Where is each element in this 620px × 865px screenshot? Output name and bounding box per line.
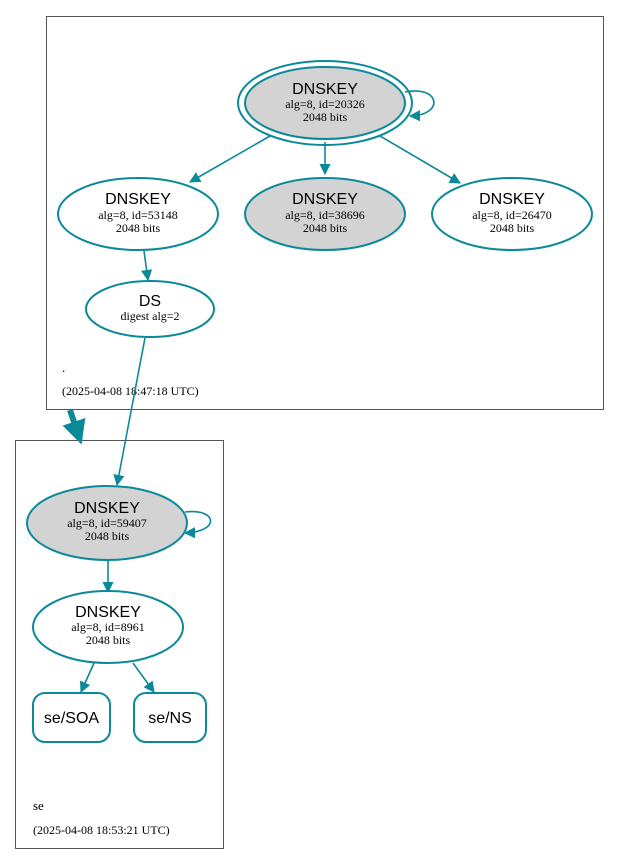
node-se-zsk-line1: alg=8, id=8961 — [71, 620, 145, 634]
node-ds: DS digest alg=2 — [85, 280, 215, 338]
node-se-ksk-line2: 2048 bits — [85, 529, 130, 543]
node-root-zsk-26470: DNSKEY alg=8, id=26470 2048 bits — [431, 177, 593, 251]
node-root-zsk3-title: DNSKEY — [479, 191, 545, 208]
node-root-key2-title: DNSKEY — [292, 191, 358, 208]
node-se-soa: se/SOA — [32, 692, 111, 743]
edge-se-zsk-to-soa — [80, 662, 95, 694]
edge-root-ksk-self — [404, 90, 435, 122]
node-root-key2-line1: alg=8, id=38696 — [285, 208, 365, 222]
node-root-ksk-line1: alg=8, id=20326 — [285, 97, 365, 111]
node-root-zsk3-line2: 2048 bits — [490, 221, 535, 235]
node-root-zsk1-title: DNSKEY — [105, 191, 171, 208]
node-root-key-38696: DNSKEY alg=8, id=38696 2048 bits — [244, 177, 406, 251]
node-root-zsk3-line1: alg=8, id=26470 — [472, 208, 552, 222]
node-se-ksk-title: DNSKEY — [74, 500, 140, 517]
node-root-zsk-53148: DNSKEY alg=8, id=53148 2048 bits — [57, 177, 219, 251]
zone-root: . (2025-04-08 18:47:18 UTC) — [46, 16, 604, 410]
node-se-zsk-line2: 2048 bits — [86, 633, 131, 647]
zone-se: se (2025-04-08 18:53:21 UTC) — [15, 440, 224, 849]
zone-se-label: se — [33, 798, 44, 813]
node-root-ksk: DNSKEY alg=8, id=20326 2048 bits — [237, 60, 413, 146]
node-root-key2-line2: 2048 bits — [303, 221, 348, 235]
edge-ds-to-se-ksk — [113, 337, 146, 487]
node-root-zsk1-line2: 2048 bits — [116, 221, 161, 235]
node-se-zsk-title: DNSKEY — [75, 604, 141, 621]
zone-root-label: . — [62, 360, 65, 375]
zone-se-border — [15, 440, 224, 849]
zone-root-timestamp: (2025-04-08 18:47:18 UTC) — [62, 384, 199, 398]
zone-se-timestamp: (2025-04-08 18:53:21 UTC) — [33, 823, 170, 837]
node-root-ksk-title: DNSKEY — [292, 81, 358, 98]
edge-se-zsk-to-ns — [132, 662, 155, 693]
node-ds-line1: digest alg=2 — [120, 309, 179, 323]
edge-root-ksk-to-zsk1 — [189, 135, 271, 183]
node-root-zsk1-line1: alg=8, id=53148 — [98, 208, 178, 222]
edge-zsk1-to-ds — [141, 250, 153, 282]
edge-se-ksk-self — [183, 510, 212, 539]
edge-root-ksk-to-zsk3 — [379, 135, 461, 184]
edges — [80, 90, 461, 694]
node-root-ksk-line2: 2048 bits — [303, 110, 348, 124]
node-se-soa-title: se/SOA — [44, 710, 99, 727]
node-se-ns: se/NS — [133, 692, 207, 743]
node-se-zsk: DNSKEY alg=8, id=8961 2048 bits — [32, 590, 184, 664]
node-se-ksk-line1: alg=8, id=59407 — [67, 516, 147, 530]
delegation-arrow — [62, 409, 86, 445]
node-se-ksk: DNSKEY alg=8, id=59407 2048 bits — [26, 485, 188, 561]
node-se-ns-title: se/NS — [148, 710, 192, 727]
node-ds-title: DS — [139, 293, 161, 310]
zone-root-border — [46, 16, 604, 410]
